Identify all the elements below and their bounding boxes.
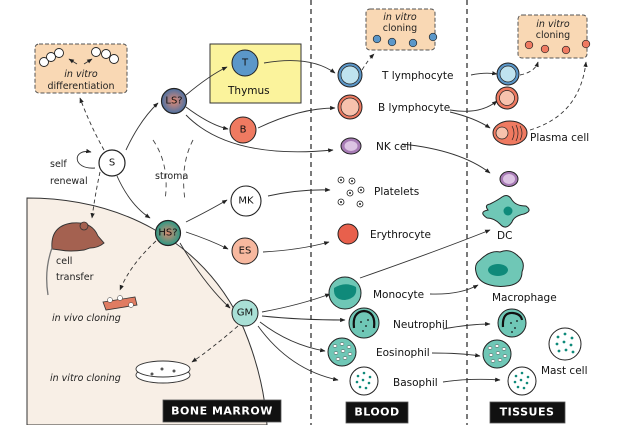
eosinophil-cell <box>327 337 357 367</box>
svg-text:LS?: LS? <box>165 96 182 107</box>
blood-cloning-label-1: in vitro <box>383 12 417 23</box>
mouse-icon <box>46 221 105 296</box>
svg-text:HS?: HS? <box>158 228 177 239</box>
dc-label: DC <box>497 230 512 242</box>
self-renewal-label-2: renewal <box>50 176 88 187</box>
svg-text:ES: ES <box>239 246 252 257</box>
lymphoid-stem-ls: LS? <box>160 87 188 115</box>
lineage-arrows <box>76 53 588 383</box>
in-vitro-diff-label-1: in vitro <box>64 69 98 80</box>
hematopoietic-stem-hs: HS? <box>154 219 182 247</box>
neutrophil-label: Neutrophil <box>393 319 448 331</box>
t-lymphocyte-label: T lymphocyte <box>381 70 453 82</box>
cell-transfer-label-1: cell <box>56 256 72 267</box>
blood-in-vitro-cloning-box: in vitro cloning <box>365 8 438 51</box>
spleen-colonies-icon <box>102 295 138 311</box>
platelets-cells <box>337 176 365 208</box>
mast-cell-label: Mast cell <box>541 365 588 377</box>
stem-cell-s: S <box>98 149 126 177</box>
mk-progenitor: MK <box>230 185 262 217</box>
tissue-b-lymphocyte-cell <box>495 86 519 110</box>
b-lymphocyte-label: B lymphocyte <box>378 102 450 114</box>
tissue-cloning-label-2: cloning <box>536 30 570 41</box>
in-vitro-differentiation-box: in vitro differentiation <box>34 43 128 94</box>
tissue-in-vitro-cloning-box: in vitro cloning <box>517 14 591 59</box>
region-label-blood: BLOOD <box>345 401 409 424</box>
region-label-tissues: TISSUES <box>489 401 566 424</box>
region-label-bone-marrow: BONE MARROW <box>162 399 282 423</box>
nk-cell-label: NK cell <box>376 141 412 153</box>
neutrophil-cell <box>348 307 380 339</box>
blood-cloning-label-2: cloning <box>383 23 417 34</box>
erythrocyte-label: Erythrocyte <box>370 229 431 241</box>
t-lymphocyte-cell <box>337 62 363 88</box>
svg-text:GM: GM <box>237 308 253 319</box>
in-vitro-cloning-label: in vitro cloning <box>50 373 121 384</box>
erythrocyte-cell <box>337 223 359 245</box>
t-progenitor: T <box>231 49 259 77</box>
tissue-neutrophil-cell <box>497 308 527 338</box>
self-renewal-label-1: self <box>50 159 67 170</box>
tissue-t-lymphocyte-cell <box>496 62 520 86</box>
in-vivo-cloning-label: in vivo cloning <box>52 313 121 324</box>
nk-cell <box>340 137 362 155</box>
stroma-label: stroma <box>155 171 188 182</box>
basophil-cell <box>349 366 379 396</box>
cell-transfer-label-2: transfer <box>56 272 94 283</box>
monocyte-label: Monocyte <box>373 289 424 301</box>
svg-text:S: S <box>109 158 115 169</box>
petri-dish-icon <box>135 360 191 384</box>
macrophage-cell <box>475 250 524 287</box>
plasma-cell-label: Plasma cell <box>530 132 589 144</box>
mast-cell <box>548 327 582 361</box>
eosinophil-label: Eosinophil <box>376 347 430 359</box>
b-lymphocyte-cell <box>337 94 363 120</box>
tissue-basophil-cell <box>507 366 537 396</box>
thymus-box: Thymus <box>209 43 302 104</box>
monocyte-cell <box>328 276 362 310</box>
in-vitro-diff-label-2: differentiation <box>47 81 114 92</box>
dendritic-cell <box>482 195 530 228</box>
gm-progenitor: GM <box>231 299 259 327</box>
svg-text:BONE MARROW: BONE MARROW <box>171 405 273 418</box>
svg-text:TISSUES: TISSUES <box>500 406 555 419</box>
svg-text:BLOOD: BLOOD <box>354 406 399 419</box>
tissue-eosinophil-cell <box>482 339 512 369</box>
b-progenitor: B <box>229 116 257 144</box>
plasma-cell <box>492 120 528 146</box>
es-progenitor: ES <box>231 237 259 265</box>
svg-text:T: T <box>241 58 249 69</box>
thymus-label: Thymus <box>227 85 270 97</box>
svg-text:B: B <box>240 125 247 136</box>
tissue-cloning-label-1: in vitro <box>536 19 570 30</box>
cell-cluster-icon <box>39 47 119 67</box>
tissue-nk-cell <box>499 171 519 187</box>
t-clone-dots <box>372 32 438 48</box>
svg-text:MK: MK <box>238 196 254 207</box>
macrophage-label: Macrophage <box>492 292 557 304</box>
basophil-label: Basophil <box>393 377 438 389</box>
platelets-label: Platelets <box>374 186 419 198</box>
b-clone-dots <box>524 39 591 55</box>
